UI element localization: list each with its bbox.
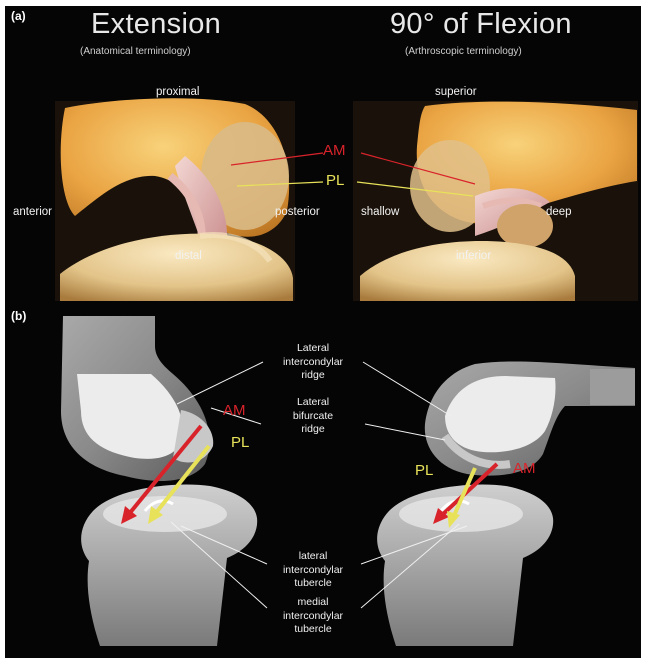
right-tibia-model [377,484,553,646]
left-femur-model [61,316,213,481]
label-lateral-bifurcate-ridge: Lateral bifurcate ridge [263,396,363,437]
dir-proximal: proximal [156,86,199,98]
flexion-subtitle: (Arthroscopic terminology) [405,46,522,57]
flexion-title: 90° of Flexion [390,8,572,41]
label-lateral-intercondylar-tubercle: lateral intercondylar tubercle [263,550,363,591]
dir-inferior: inferior [456,250,491,262]
dir-anterior: anterior [13,206,52,218]
dir-deep: deep [546,206,572,218]
right-femur-model [425,361,635,475]
dir-superior: superior [435,86,477,98]
knee-figure: (a) Extension (Anatomical terminology) 9… [5,6,641,658]
dir-shallow: shallow [361,206,399,218]
pl-label-b-left: PL [231,434,249,451]
extension-title: Extension [91,8,221,41]
pl-label-b-right: PL [415,462,433,479]
am-label-b-right: AM [513,460,536,477]
label-medial-intercondylar-tubercle: medial intercondylar tubercle [263,596,363,637]
panel-b-label: (b) [11,309,26,323]
extension-subtitle: (Anatomical terminology) [80,46,191,57]
pl-label-a: PL [326,172,344,189]
label-lateral-intercondylar-ridge: Lateral intercondylar ridge [263,342,363,383]
panel-a-label: (a) [11,9,26,23]
left-tibia-model [81,484,257,646]
dir-distal: distal [175,250,202,262]
am-label-b-left: AM [223,402,246,419]
am-label-a: AM [323,142,346,159]
dir-posterior: posterior [275,206,320,218]
